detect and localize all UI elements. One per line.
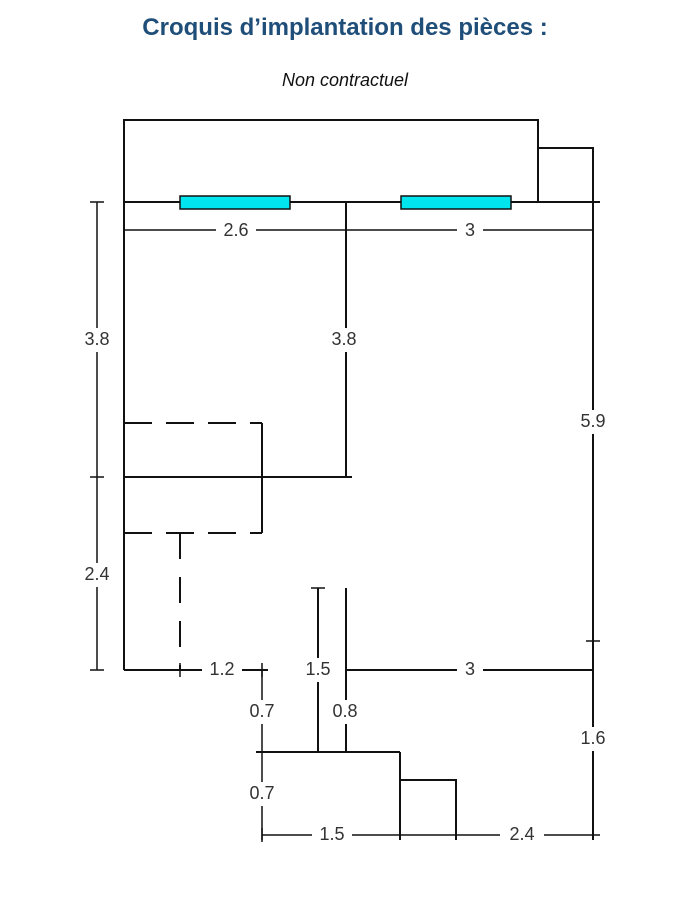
svg-text:1.5: 1.5: [319, 824, 344, 844]
label-base-left-width: 1.5: [312, 823, 352, 847]
label-bottom-mid-width: 1.5: [299, 658, 337, 682]
label-inner-wall-height: 3.8: [325, 328, 365, 352]
svg-text:3.8: 3.8: [331, 329, 356, 349]
window-left: [179, 195, 291, 210]
svg-text:1.6: 1.6: [580, 728, 605, 748]
label-step-upper-right: 0.8: [325, 700, 365, 724]
page-title: Croquis d’implantation des pièces :: [142, 14, 548, 41]
svg-text:0.7: 0.7: [249, 783, 274, 803]
label-bottom-left-width: 1.2: [202, 659, 242, 681]
svg-text:2.6: 2.6: [223, 220, 248, 240]
svg-text:5.9: 5.9: [580, 411, 605, 431]
svg-text:2.4: 2.4: [84, 564, 109, 584]
label-right-height: 5.9: [572, 410, 614, 434]
label-top-left-width: 2.6: [216, 219, 256, 241]
svg-text:1.2: 1.2: [209, 659, 234, 679]
window-right: [400, 195, 512, 210]
upper-zone-outline: [123, 119, 539, 202]
svg-text:3.8: 3.8: [84, 329, 109, 349]
svg-text:0.8: 0.8: [332, 701, 357, 721]
svg-text:2.4: 2.4: [509, 824, 534, 844]
label-step-lower-left: 0.7: [243, 782, 281, 806]
label-step-upper-left: 0.7: [243, 700, 281, 724]
svg-text:0.7: 0.7: [249, 701, 274, 721]
label-left-upper-height: 3.8: [78, 328, 116, 352]
lower-step: [399, 752, 457, 840]
label-top-right-width: 3: [457, 219, 483, 241]
label-left-lower-height: 2.4: [78, 563, 116, 587]
svg-text:3: 3: [465, 659, 475, 679]
page-subtitle: Non contractuel: [281, 70, 409, 90]
label-base-right-width: 2.4: [500, 823, 544, 847]
label-bottom-right-width: 3: [457, 659, 483, 681]
svg-text:3: 3: [465, 220, 475, 240]
upper-right-recess: [538, 147, 594, 202]
label-right-lower-height: 1.6: [573, 727, 613, 751]
svg-text:1.5: 1.5: [305, 659, 330, 679]
